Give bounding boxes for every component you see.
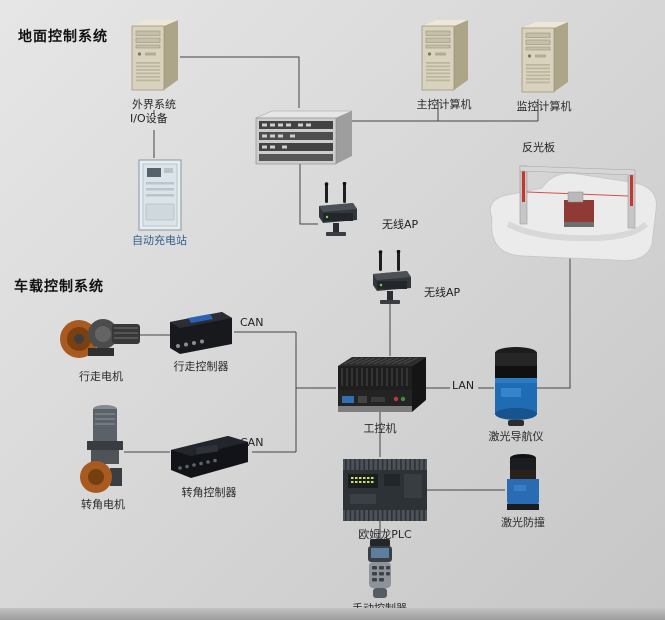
computer-tower-icon [421, 20, 468, 91]
industrial-pc-icon [338, 357, 426, 412]
wireless-ap-icon [319, 182, 357, 236]
handheld-controller-icon [367, 539, 392, 598]
main-computer-label: 主控计算机 [416, 98, 472, 111]
steering-controller-icon [171, 436, 248, 478]
computer-tower-icon [521, 22, 568, 93]
node-travel-controller: 行走控制器 [166, 306, 236, 374]
node-steering-motor: 转角电机 [72, 402, 134, 512]
node-main-computer: 主控计算机 [416, 18, 472, 112]
node-travel-motor: 行走电机 [58, 306, 144, 384]
node-reflector-scene [478, 152, 664, 270]
node-wireless-ap1 [312, 182, 360, 242]
monitor-computer-label: 监控计算机 [516, 100, 572, 113]
lan-label: LAN [452, 379, 475, 392]
io-device-label: I/O设备 [130, 112, 168, 125]
node-wireless-ap2 [366, 250, 414, 310]
reflector-label: 反光板 [522, 141, 555, 154]
node-laser-navigator: 激光导航仪 [488, 344, 544, 444]
drive-wheel-motor-icon [60, 319, 140, 358]
node-omron-plc: 欧姆龙PLC [338, 454, 432, 542]
travel-controller-label: 行走控制器 [173, 360, 229, 373]
plc-icon [343, 459, 427, 521]
travel-motor-label: 行走电机 [79, 370, 123, 383]
node-ethernet-switch [250, 110, 354, 166]
section-title-vehicle: 车载控制系统 [14, 279, 104, 295]
page-bottom-shade [0, 608, 665, 620]
external-system-label: 外界系统 [132, 98, 176, 111]
laser-navigator-icon [495, 347, 537, 426]
laser-anticollision-icon [507, 454, 539, 510]
reflector-scene-icon [489, 165, 657, 262]
motor-controller-icon [170, 312, 232, 354]
node-manual-controller: 手动控制器 [352, 538, 407, 616]
node-steering-controller: 转角控制器 [166, 428, 252, 500]
node-charging-station: 自动充电站 [132, 158, 187, 248]
charging-station-icon [138, 159, 181, 231]
node-industrial-pc: 工控机 [330, 354, 430, 436]
wireless-ap-icon [373, 250, 411, 304]
edge-external-to-switch [180, 56, 300, 108]
omron-plc-label: 欧姆龙PLC [358, 528, 412, 541]
steering-motor-label: 转角电机 [81, 498, 125, 511]
steering-controller-label: 转角控制器 [181, 486, 237, 499]
wireless-ap1-label: 无线AP [382, 218, 419, 231]
laser-anticollision-label: 激光防撞 [501, 516, 545, 529]
industrial-pc-label: 工控机 [363, 422, 397, 435]
laser-navigator-label: 激光导航仪 [488, 430, 544, 443]
computer-tower-icon [131, 20, 178, 91]
wireless-ap2-label: 无线AP [424, 286, 461, 299]
can-travel-label: CAN [240, 316, 264, 329]
node-laser-anticollision: 激光防撞 [500, 452, 546, 530]
node-monitor-computer: 监控计算机 [516, 20, 572, 114]
section-title-ground: 地面控制系统 [18, 29, 108, 45]
steering-motor-icon [80, 405, 123, 493]
charging-station-label: 自动充电站 [132, 234, 187, 247]
node-external-system: 外界系统 [126, 18, 182, 112]
ethernet-switch-icon [255, 110, 353, 165]
